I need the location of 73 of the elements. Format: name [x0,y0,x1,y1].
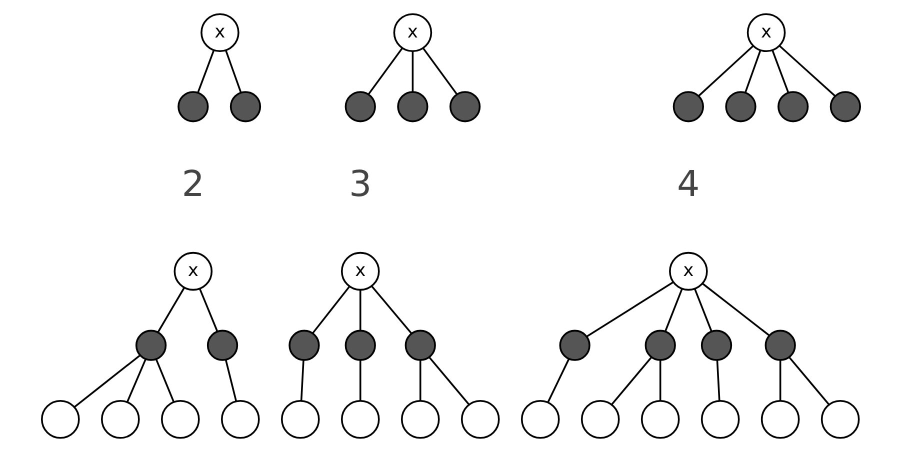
node-circle [404,329,436,360]
node-circle [178,90,209,122]
node-circle [288,329,320,360]
connector [155,358,175,402]
connector [126,358,147,402]
connector [224,359,237,401]
connector [428,356,470,405]
label: 3 [348,163,372,204]
node-circle [830,90,861,122]
connector [744,50,762,92]
node-circle [230,90,262,122]
connector [659,360,662,400]
connector [422,46,458,94]
label: 4 [677,163,700,204]
connector [772,49,790,92]
node-circle [725,90,756,122]
connector [664,288,683,332]
connector [225,50,242,92]
node-circle [344,329,376,360]
node-circle: x [393,12,432,52]
node-circle [340,399,380,438]
connector [300,360,304,400]
node-circle [135,329,167,360]
connector [198,288,218,332]
node-circle [220,399,260,438]
connector [702,282,770,336]
connector [586,280,674,337]
node-circle [344,90,376,122]
node-circle [400,399,440,438]
node-circle [449,90,481,122]
node-circle [460,399,500,438]
connector [368,46,404,94]
connector [312,285,350,334]
node-circle [760,399,800,438]
node-circle [640,399,680,438]
connector [412,50,414,92]
connector [611,356,652,405]
node-circle [101,399,140,438]
connector [370,284,412,334]
node-circle [559,329,590,360]
node-circle [764,329,796,360]
connector [74,354,140,408]
connector [547,358,570,402]
node-circle [820,399,860,438]
connector [419,360,422,400]
node-circle [397,90,428,122]
node-circle [700,329,732,360]
node-circle [520,399,560,438]
node-circle: x [340,251,380,290]
node-circle: x [174,251,213,290]
connector [197,49,215,92]
node-circle [644,329,676,360]
node-circle: x [200,12,240,52]
connector [359,289,362,330]
connector [779,360,782,400]
label: 2 [182,163,205,204]
connector [694,288,712,332]
node-circle [672,90,704,122]
node-circle: x [669,251,708,290]
connector [359,360,362,400]
node-circle [580,399,620,438]
node-circle [700,399,740,438]
node-circle [160,399,200,438]
connector [698,44,754,96]
connector [157,286,185,332]
connector [716,360,720,400]
connector [788,356,830,405]
node-circle [206,329,238,360]
node-circle: x [746,12,786,52]
node-circle [280,399,320,438]
node-circle [41,399,80,438]
node-circle [778,90,809,122]
connector [779,44,836,96]
